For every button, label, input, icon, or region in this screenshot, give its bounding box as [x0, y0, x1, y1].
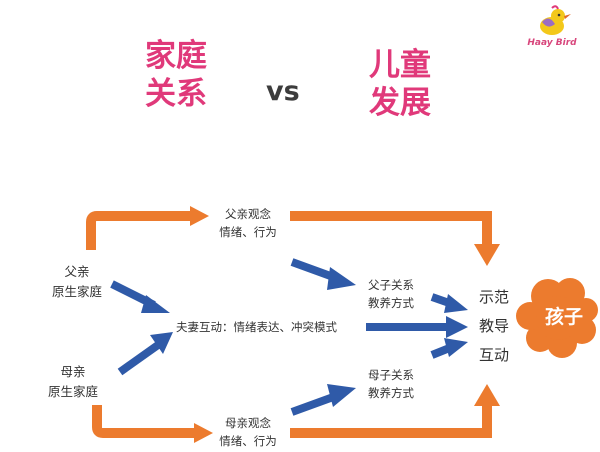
- mother-label: 母亲: [60, 364, 86, 379]
- blue-arrowhead-father-couple: [141, 295, 170, 313]
- mother-child-line1: 母子关系: [368, 368, 414, 382]
- blue-arrowhead-couple-teaching: [446, 316, 468, 338]
- teaching-demo: 示范: [478, 288, 509, 306]
- blue-arrowhead-mother-couple: [150, 332, 173, 354]
- logo-text: Haay Bird: [527, 38, 577, 48]
- child-label: 孩子: [544, 306, 583, 328]
- blue-arrowhead-father-belief-relation: [327, 267, 356, 290]
- father-label: 父亲: [64, 264, 90, 279]
- orange-arrow-father-belief-to-child: [290, 211, 492, 247]
- blue-arrowhead-mother-belief-relation: [327, 384, 356, 407]
- father-belief: 父亲观念 情绪、行为: [208, 205, 288, 241]
- father-origin-label: 原生家庭: [51, 284, 102, 299]
- father-belief-line1: 父亲观念: [225, 207, 271, 221]
- orange-arrowhead-father-belief: [190, 206, 209, 226]
- father-origin-family: 父亲 原生家庭: [40, 262, 114, 302]
- blue-arrow-father-belief-relation: [290, 258, 338, 282]
- teaching-methods: 示范 教导 互动: [474, 283, 514, 370]
- teaching-interact: 互动: [478, 346, 509, 364]
- father-child-line1: 父子关系: [368, 278, 414, 292]
- mother-child-relation: 母子关系 教养方式: [356, 366, 426, 402]
- blue-arrow-mother-belief-relation: [290, 392, 338, 416]
- orange-arrowhead-top-right: [474, 244, 500, 266]
- title-family-relation: 家庭 关系: [136, 37, 216, 113]
- mother-origin-label: 原生家庭: [47, 384, 98, 399]
- orange-arrowhead-mother-belief: [194, 423, 213, 443]
- father-belief-line2: 情绪、行为: [219, 225, 277, 239]
- mother-belief-line1: 母亲观念: [225, 416, 271, 430]
- haay-bird-logo: Haay Bird: [522, 4, 582, 50]
- father-child-relation: 父子关系 教养方式: [356, 276, 426, 312]
- title-left-line2: 关系: [145, 76, 207, 112]
- title-child-development: 儿童 发展: [360, 46, 440, 122]
- blue-arrowhead-mother-relation-teaching: [444, 338, 468, 357]
- blue-arrowhead-father-relation-teaching: [444, 294, 468, 313]
- teaching-guide: 教导: [478, 317, 509, 335]
- orange-arrow-father-to-belief: [86, 211, 192, 250]
- orange-arrow-mother-to-belief: [92, 405, 196, 438]
- father-child-line2: 教养方式: [368, 296, 414, 310]
- orange-arrowhead-bottom-right: [474, 384, 500, 406]
- mother-belief: 母亲观念 情绪、行为: [208, 414, 288, 450]
- title-vs: vs: [266, 76, 300, 107]
- blue-arrow-mother-couple: [117, 341, 161, 376]
- title-right-line1: 儿童: [369, 47, 431, 83]
- orange-arrow-mother-belief-to-child: [290, 403, 492, 438]
- mother-child-line2: 教养方式: [368, 386, 414, 400]
- title-right-line2: 发展: [369, 85, 431, 121]
- mother-origin-family: 母亲 原生家庭: [36, 362, 110, 402]
- couple-interaction: 夫妻互动：情绪表达、冲突模式: [176, 320, 337, 334]
- child-cloud-shape: [516, 278, 598, 358]
- bird-icon: [540, 5, 571, 35]
- mother-belief-line2: 情绪、行为: [219, 434, 277, 448]
- title-left-line1: 家庭: [145, 38, 207, 74]
